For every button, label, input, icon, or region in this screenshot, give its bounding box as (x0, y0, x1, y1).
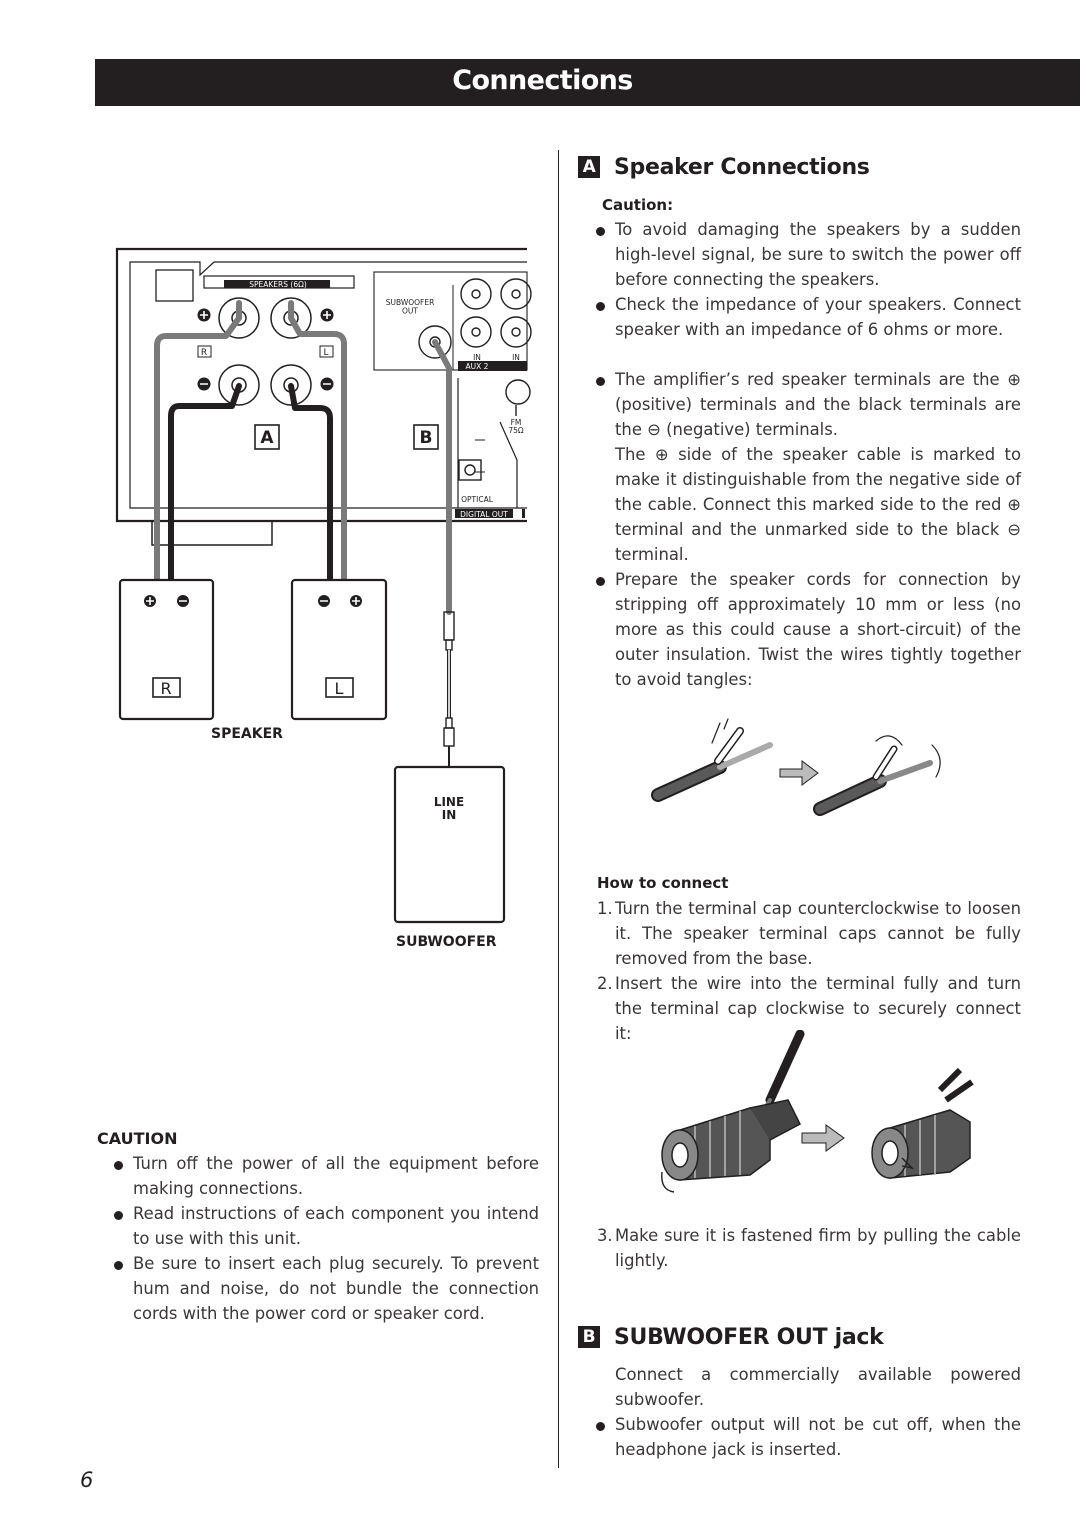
left-caution-item: Read instructions of each component you … (114, 1201, 539, 1251)
arrow-right-icon (801, 1124, 845, 1152)
steps-1-2: 1.Turn the terminal cap counterclockwise… (596, 896, 1021, 1046)
plus-icon: ⊕ (1007, 495, 1021, 514)
terminal-tight (871, 1067, 974, 1179)
line-in-label-1: LINE (434, 795, 464, 809)
section-b-item: Subwoofer output will not be cut off, wh… (596, 1412, 1021, 1462)
page-number: 6 (80, 1468, 94, 1492)
rca-jacks (418, 278, 532, 481)
digital-out-band (455, 509, 513, 518)
section-a-heading: A Speaker Connections (578, 155, 870, 180)
panel-r-label: R (201, 348, 207, 358)
panel-speakers-label: SPEAKERS (6Ω) (249, 280, 307, 289)
column-divider (558, 150, 559, 1468)
minus-icon: ⊖ (1007, 520, 1021, 539)
left-caution-item: Turn off the power of all the equipment … (114, 1151, 539, 1201)
section-b-body: Connect a commercially available powered… (596, 1362, 1021, 1462)
cable-marking-paragraph: The ⊕ side of the speaker cable is marke… (615, 445, 1021, 564)
step-item: 2.Insert the wire into the terminal full… (597, 974, 1021, 1043)
panel-in-label-1: IN (473, 353, 481, 362)
wire-twist-illustration (651, 718, 941, 816)
bullet-icon (596, 377, 605, 386)
step-item: 3.Make sure it is fastened firm by pulli… (597, 1226, 1021, 1270)
plus-icon: ⊕ (654, 445, 669, 464)
speaker-r-box: R (118, 578, 215, 721)
svg-text:R: R (160, 679, 171, 698)
section-b-heading: B SUBWOOFER OUT jack (578, 1325, 884, 1350)
panel-polarity-marks (197, 308, 334, 391)
aux2-band (458, 361, 527, 371)
callout-b: B (413, 424, 439, 450)
panel-l-label: L (323, 348, 328, 358)
step-3: 3.Make sure it is fastened firm by pulli… (596, 1223, 1021, 1273)
bullet-icon (596, 227, 605, 236)
speaker-cables (154, 300, 452, 615)
page-title: Connections (452, 65, 633, 96)
plus-icon: ⊕ (1007, 370, 1022, 389)
arrow-right-icon (779, 760, 819, 786)
left-caution-heading: CAUTION (97, 1129, 178, 1148)
left-caution-item: Be sure to insert each plug securely. To… (114, 1251, 539, 1326)
section-a-letter: A (578, 156, 600, 178)
panel-aux2-label: AUX 2 (466, 362, 489, 371)
bullet-icon (596, 302, 605, 311)
subwoofer-box (393, 765, 506, 924)
speaker-l-box: L (290, 578, 388, 721)
terminals-item: The amplifier’s red speaker terminals ar… (596, 367, 1021, 442)
bullet-icon (114, 1161, 123, 1170)
subwoofer-label: SUBWOOFER (396, 934, 497, 950)
line-in-label-2: IN (442, 808, 457, 822)
bullet-icon (596, 1422, 605, 1431)
speaker-label: SPEAKER (211, 726, 283, 742)
section-b-letter: B (578, 1326, 600, 1348)
panel-digital-out-label: DIGITAL OUT (460, 510, 508, 519)
panel-fm-label: FM (511, 418, 522, 427)
section-b-title: SUBWOOFER OUT jack (614, 1325, 884, 1350)
bullet-icon (114, 1261, 123, 1270)
header-bar: Connections (95, 59, 1080, 106)
left-caution-list: Turn off the power of all the equipment … (114, 1151, 539, 1326)
rca-cable (443, 611, 455, 768)
speaker-terminals (197, 297, 334, 406)
svg-text:L: L (335, 679, 344, 698)
caution-label: Caution: (602, 196, 674, 214)
svg-text:A: A (260, 428, 274, 448)
caution-item: To avoid damaging the speakers by a sudd… (596, 217, 1021, 292)
panel-fm-ohm-label: 75Ω (508, 426, 524, 435)
bullet-icon (596, 577, 605, 586)
callout-a: A (254, 424, 280, 450)
terminal-loose (661, 1099, 801, 1193)
section-a-body: To avoid damaging the speakers by a sudd… (596, 217, 1021, 692)
prepare-item: Prepare the speaker cords for connection… (596, 567, 1021, 692)
section-a-title: Speaker Connections (614, 155, 870, 180)
how-to-connect-label: How to connect (597, 874, 729, 892)
minus-icon: ⊖ (647, 420, 661, 439)
section-b-intro: Connect a commercially available powered… (615, 1365, 1021, 1409)
terminal-illustration (661, 1030, 974, 1193)
caution-item: Check the impedance of your speakers. Co… (596, 292, 1021, 342)
panel-optical-label: OPTICAL (461, 495, 494, 504)
svg-text:B: B (420, 428, 433, 448)
bullet-icon (114, 1211, 123, 1220)
panel-in-label-2: IN (512, 353, 520, 362)
step-item: 1.Turn the terminal cap counterclockwise… (597, 899, 1021, 968)
